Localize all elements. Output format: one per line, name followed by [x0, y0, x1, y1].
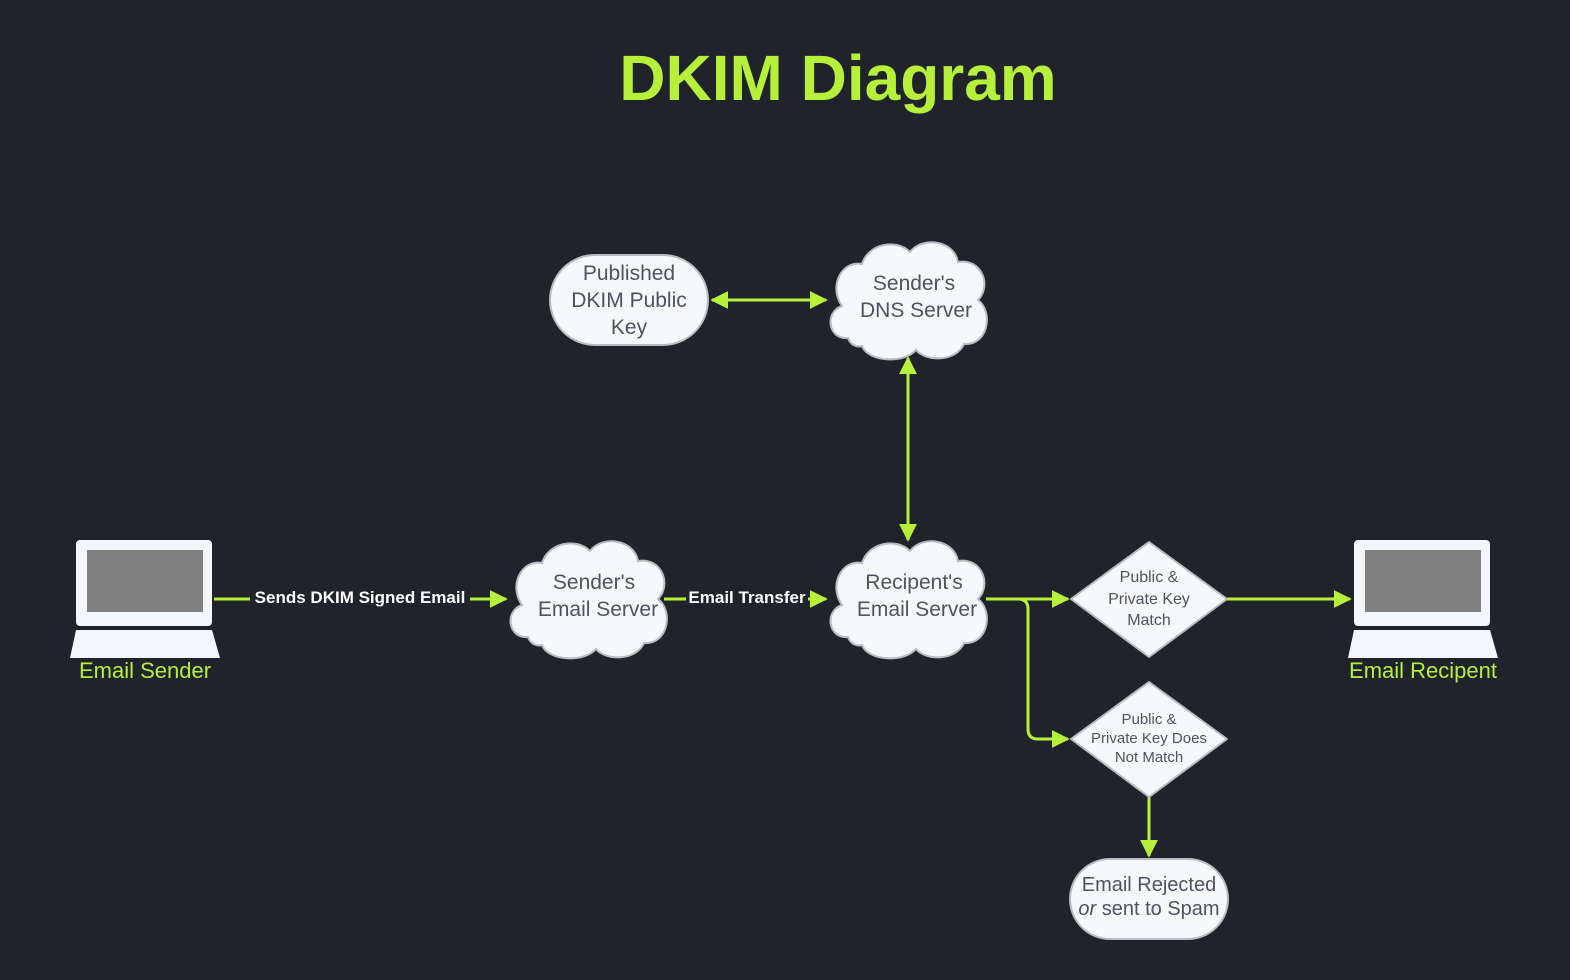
sender-email-server-cloud: Sender's Email Server: [509, 540, 668, 660]
svg-text:Email Server: Email Server: [538, 598, 658, 621]
svg-text:Private Key Does: Private Key Does: [1091, 730, 1207, 747]
svg-text:Recipent's: Recipent's: [865, 571, 962, 594]
rejected-line2: or sent to Spam: [1078, 898, 1219, 920]
edge-label-sends-signed: Sends DKIM Signed Email: [255, 588, 466, 607]
svg-text:Email Server: Email Server: [857, 598, 977, 621]
recipient-laptop-icon: [1348, 540, 1498, 658]
email-rejected-node: Email Rejected or sent to Spam: [1069, 858, 1229, 940]
dns-server-cloud: Sender's DNS Server: [829, 241, 988, 361]
svg-text:DNS Server: DNS Server: [860, 299, 972, 322]
svg-text:Key: Key: [611, 316, 648, 339]
email-sender-label: Email Sender: [79, 658, 211, 683]
svg-text:Email Rejected: Email Rejected: [1082, 874, 1217, 896]
recipient-email-server-cloud: Recipent's Email Server: [829, 540, 988, 660]
svg-text:Private Key: Private Key: [1108, 591, 1190, 608]
svg-text:Sender's: Sender's: [553, 571, 635, 594]
svg-text:Public &: Public &: [1121, 711, 1176, 728]
svg-text:Published: Published: [583, 262, 675, 285]
svg-text:Match: Match: [1127, 612, 1171, 629]
key-match-diamond: Public & Private Key Match: [1070, 541, 1228, 658]
svg-text:Not Match: Not Match: [1115, 749, 1183, 766]
diagram-title: DKIM Diagram: [619, 42, 1056, 114]
svg-text:Public &: Public &: [1120, 569, 1179, 586]
key-no-match-diamond: Public & Private Key Does Not Match: [1070, 681, 1228, 798]
edge-label-bg: [686, 585, 808, 609]
edge-to-key-no-match: [1017, 597, 1070, 748]
sender-laptop-icon: [70, 540, 220, 658]
svg-text:Sender's: Sender's: [873, 272, 955, 295]
edge-label-transfer: Email Transfer: [688, 588, 806, 607]
email-recipient-label: Email Recipent: [1349, 658, 1497, 683]
svg-text:DKIM Public: DKIM Public: [571, 289, 687, 312]
edge-label-bg: [250, 585, 470, 609]
published-key-node: Published DKIM Public Key: [549, 254, 709, 346]
